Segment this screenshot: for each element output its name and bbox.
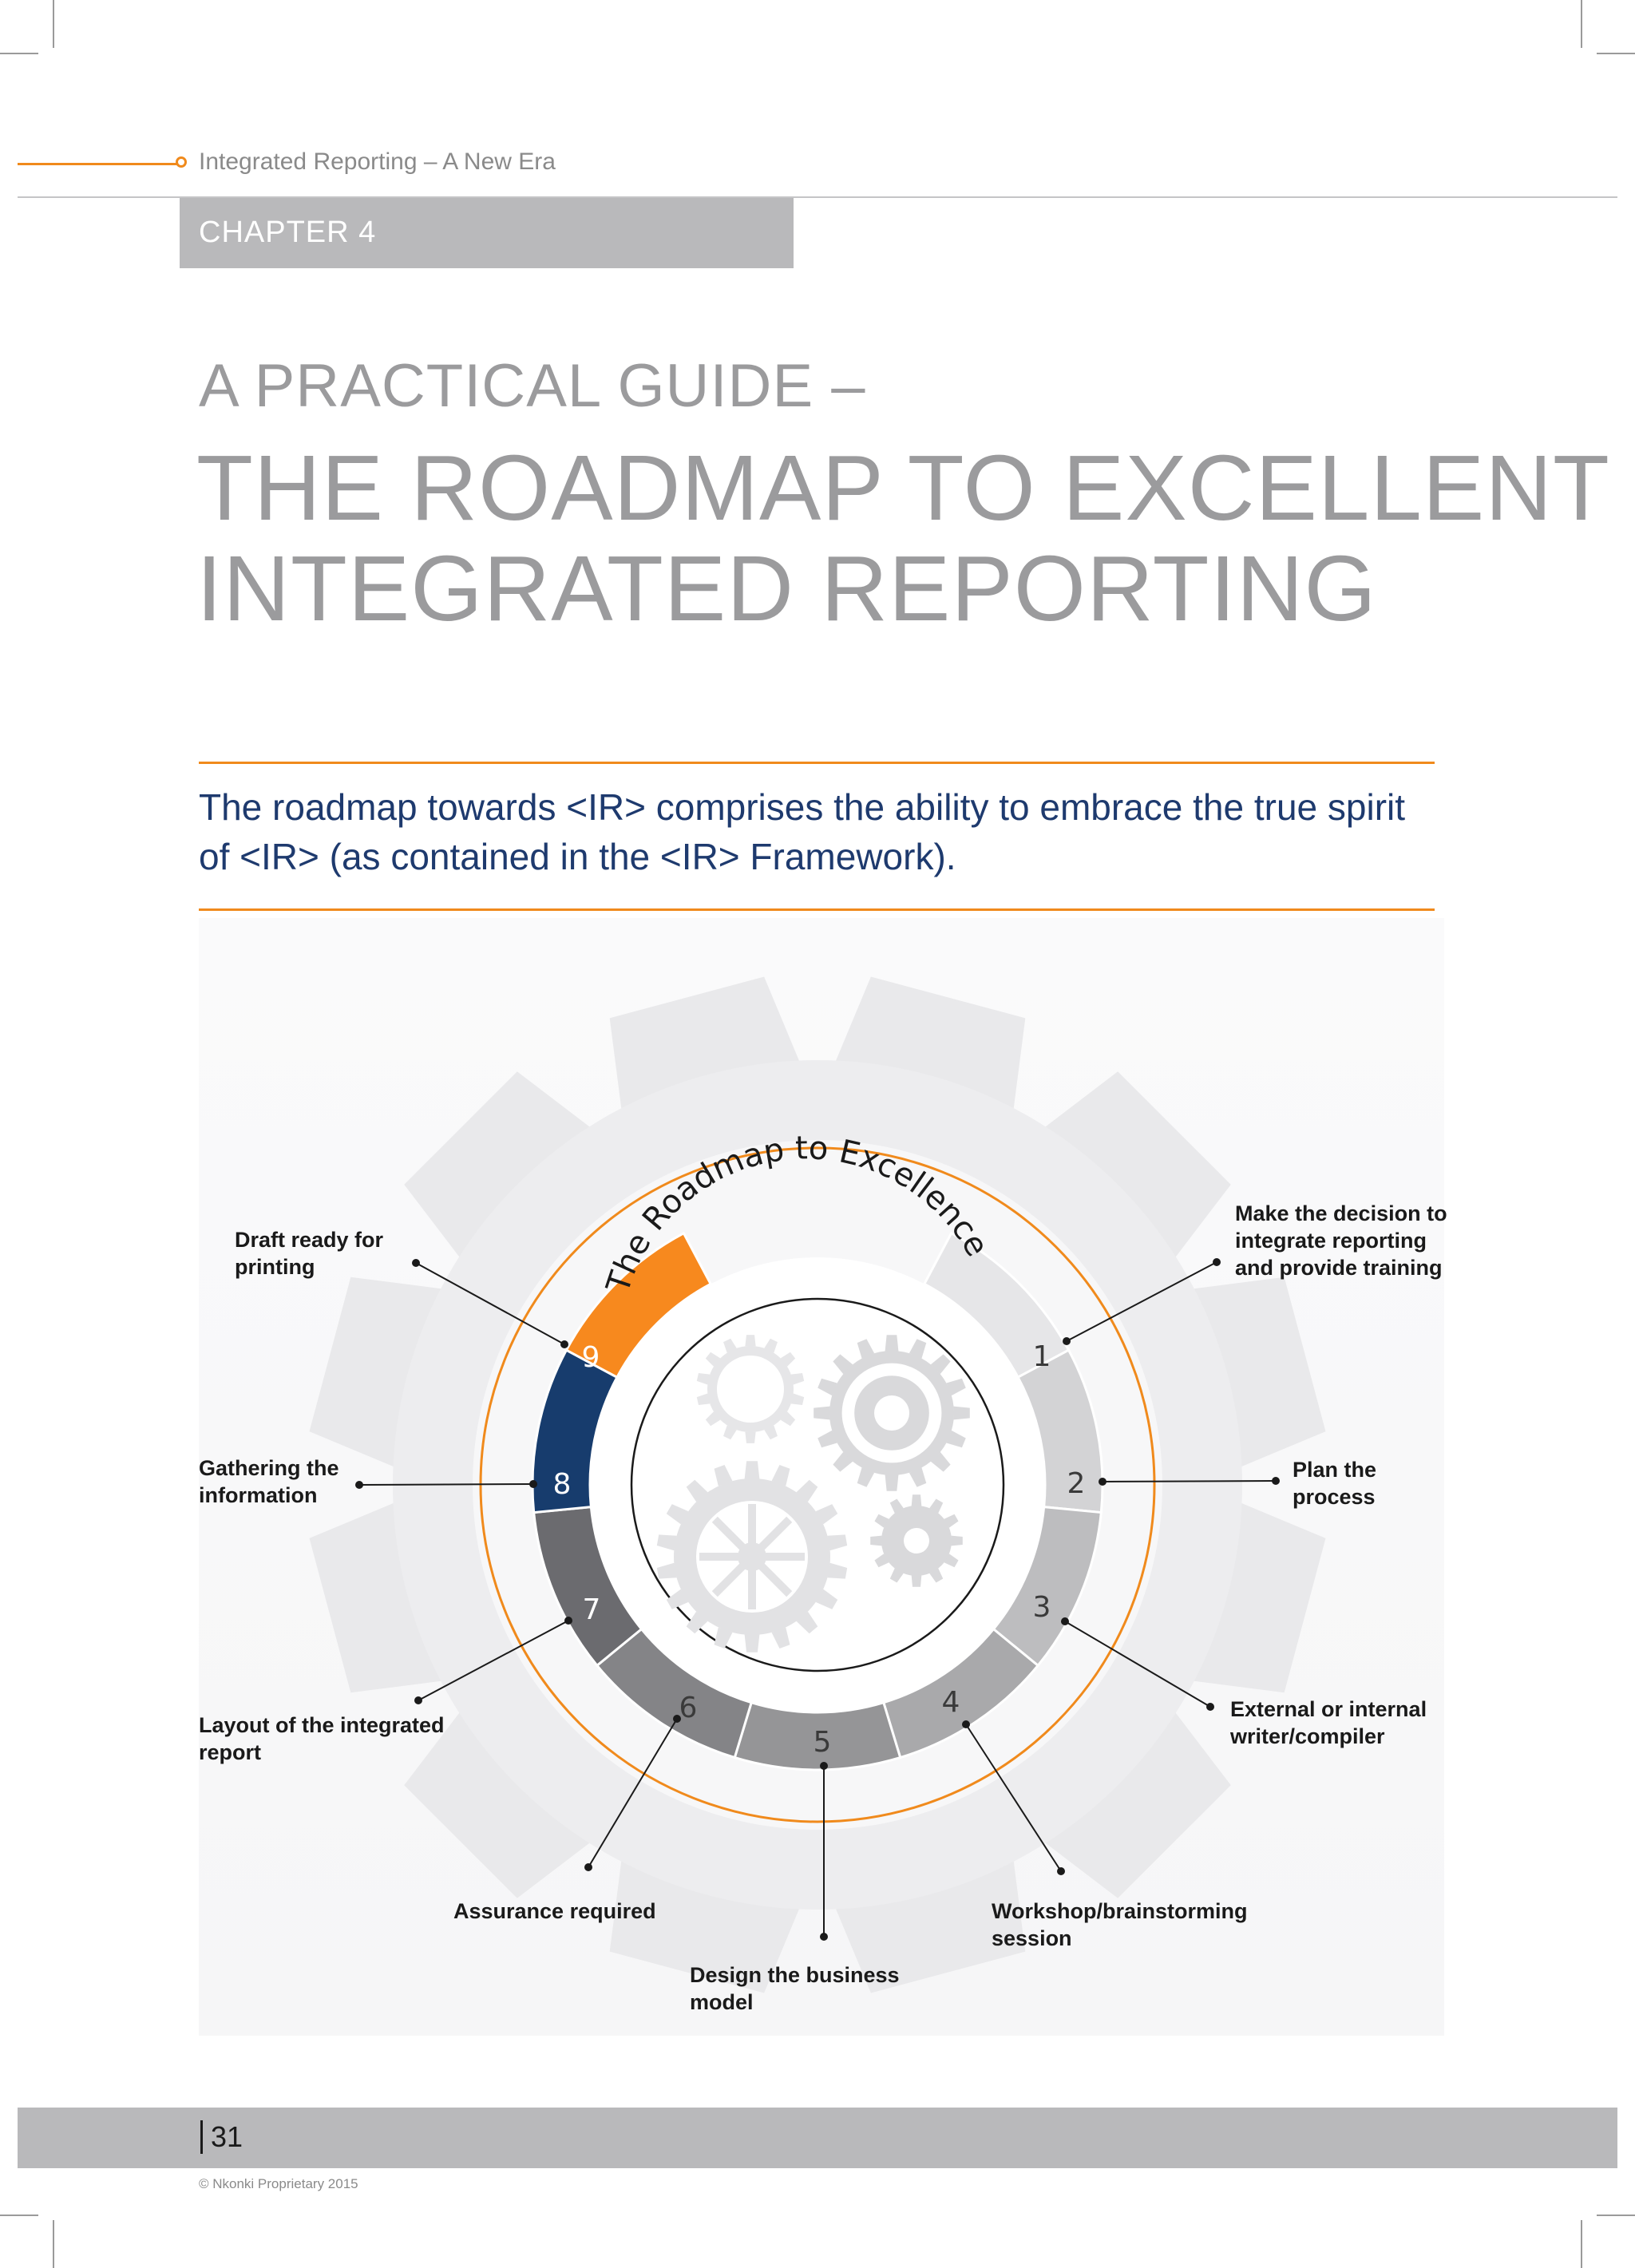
page-number-bar: [200, 2120, 203, 2154]
crop-mark: [1597, 2215, 1635, 2216]
step-6-number: 6: [679, 1692, 698, 1724]
step-1-label: Make the decision to integrate reporting…: [1235, 1201, 1447, 1280]
crop-mark: [53, 2220, 54, 2268]
cog-icon: [870, 1494, 963, 1587]
leader-line: [415, 1262, 565, 1345]
step-9-number: 9: [582, 1341, 600, 1374]
step-8-number: 8: [553, 1468, 572, 1501]
leader-dot: [1057, 1867, 1065, 1875]
crop-mark: [1581, 2220, 1582, 2268]
step-8-label: Gathering the information: [199, 1456, 339, 1507]
chapter-label: CHAPTER 4: [199, 216, 377, 249]
leader-dot: [1099, 1478, 1106, 1486]
page-title-kicker: A PRACTICAL GUIDE –: [199, 352, 866, 420]
crop-mark: [1597, 53, 1635, 54]
page-title-line-1: THE ROADMAP TO EXCELLENT: [196, 436, 1610, 540]
leader-line: [1064, 1621, 1211, 1708]
leader-dot: [560, 1340, 568, 1348]
gear-tooth: [404, 1071, 598, 1265]
running-head: Integrated Reporting – A New Era: [199, 148, 556, 175]
step-6-label: Assurance required: [453, 1899, 656, 1923]
step-3-label: External or internal writer/compiler: [1230, 1697, 1427, 1748]
leader-line: [965, 1724, 1062, 1872]
page-number: 31: [211, 2120, 243, 2153]
intro-rule-bottom: [199, 908, 1435, 911]
header-divider: [18, 196, 1617, 198]
leader-dot: [584, 1863, 592, 1871]
intro-statement: The roadmap towards <IR> comprises the a…: [199, 786, 1406, 877]
crop-mark: [0, 2215, 38, 2216]
leader-line: [1102, 1480, 1277, 1482]
cog-cluster-icon: [656, 1335, 970, 1653]
step-5-label: Design the business model: [690, 1963, 900, 2014]
gear-tooth: [1037, 1071, 1231, 1265]
leader-dot: [1063, 1337, 1071, 1345]
leader-dot: [1213, 1258, 1221, 1266]
leader-line: [588, 1718, 678, 1868]
footer-band: [18, 2108, 1617, 2168]
step-2-label: Plan the process: [1293, 1458, 1377, 1509]
running-head-dot: [176, 156, 187, 168]
center-ring: [630, 1297, 1005, 1672]
cog-icon: [696, 1335, 805, 1443]
chapter-band: [180, 198, 794, 268]
leader-line: [358, 1483, 534, 1486]
leader-dot: [412, 1259, 420, 1267]
step-4-label: Workshop/brainstorming session: [992, 1899, 1248, 1950]
leader-dot: [673, 1715, 681, 1723]
leader-dot: [414, 1696, 422, 1704]
step-7-label: Layout of the integrated report: [199, 1713, 445, 1764]
crop-mark: [0, 53, 38, 54]
leader-dot: [355, 1481, 363, 1489]
step-4-number: 4: [942, 1686, 960, 1719]
step-9-label: Draft ready for printing: [235, 1228, 384, 1279]
page-title-line-2: INTEGRATED REPORTING: [196, 536, 1377, 640]
gear-tooth: [404, 1704, 598, 1898]
crop-mark: [53, 0, 54, 48]
leader-line: [1066, 1261, 1217, 1342]
leader-line: [418, 1620, 569, 1701]
intro-rule-top: [199, 762, 1435, 764]
gear-tooth: [1037, 1704, 1231, 1898]
step-7-number: 7: [583, 1593, 601, 1626]
leader-dot: [962, 1720, 970, 1728]
step-2-number: 2: [1067, 1467, 1086, 1500]
cog-icon: [656, 1461, 848, 1653]
copyright: © Nkonki Proprietary 2015: [199, 2176, 358, 2191]
step-5-number: 5: [814, 1726, 832, 1759]
leader-dot: [529, 1480, 537, 1488]
leader-dot: [820, 1933, 828, 1941]
leader-dot: [1272, 1477, 1280, 1485]
crop-mark: [1581, 0, 1582, 48]
step-3-number: 3: [1033, 1591, 1051, 1624]
leader-dot: [1061, 1617, 1069, 1625]
leader-dot: [564, 1617, 572, 1625]
leader-dot: [1206, 1703, 1214, 1711]
leader-dot: [820, 1762, 828, 1770]
step-1-number: 1: [1033, 1340, 1051, 1373]
running-head-rule: [18, 163, 177, 165]
